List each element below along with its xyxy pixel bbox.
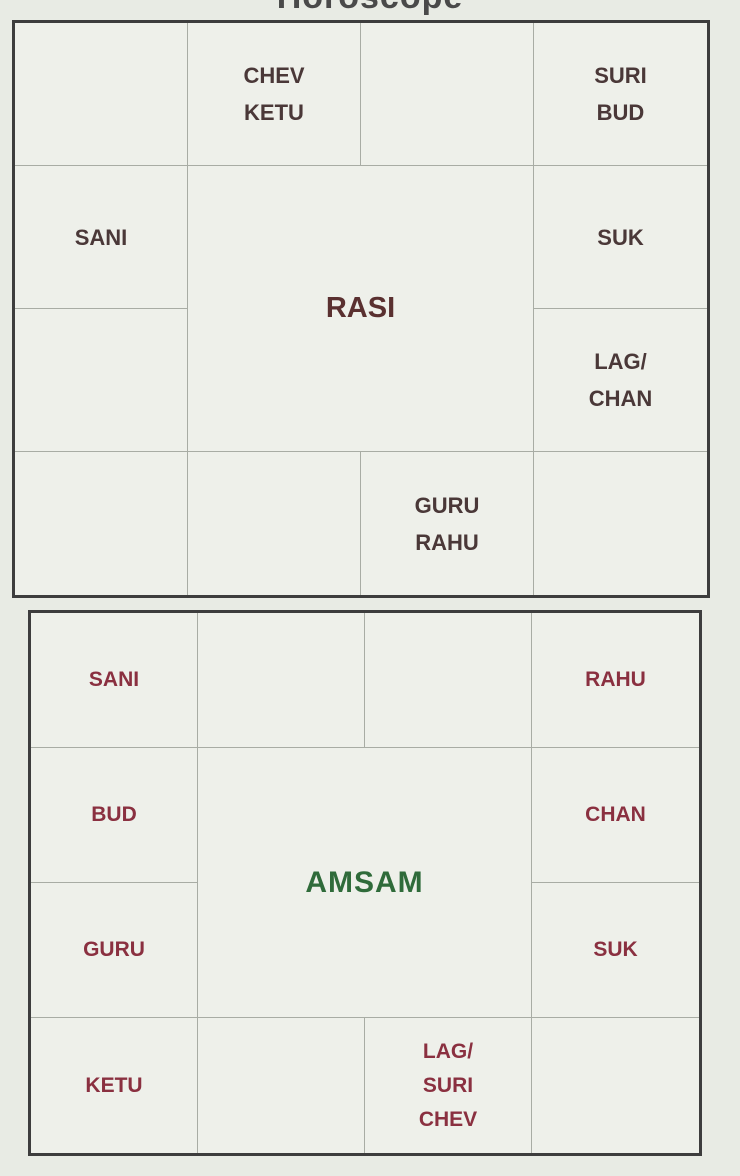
planet-label: SURI xyxy=(422,1073,474,1097)
rasi-house-cell: CHEV KETU xyxy=(188,23,361,166)
amsam-house-cell: SANI xyxy=(31,613,198,748)
planet-label: SUK xyxy=(597,224,644,250)
rasi-house-cell xyxy=(15,452,188,595)
rasi-house-cell: GURU RAHU xyxy=(361,452,534,595)
amsam-house-cell: SUK xyxy=(532,883,699,1018)
planet-label: CHAN xyxy=(585,803,646,826)
planet-label: GURU xyxy=(83,938,145,961)
amsam-house-cell xyxy=(198,1018,365,1153)
amsam-house-cell: CHAN xyxy=(532,748,699,883)
planet-label: BUD xyxy=(91,803,137,826)
rasi-house-cell xyxy=(15,23,188,166)
amsam-house-cell: LAG/SURI CHEV xyxy=(365,1018,532,1153)
rasi-chart: CHEV KETU SURI BUD SANI RASI SUK LAG/CHAN GURU RA… xyxy=(12,20,710,598)
planet-label: SANI xyxy=(74,224,128,250)
rasi-house-cell xyxy=(15,309,188,452)
rasi-house-cell xyxy=(361,23,534,166)
planet-label: CHAN xyxy=(588,386,653,411)
planet-label: RAHU xyxy=(415,529,479,555)
rasi-house-cell xyxy=(188,452,361,595)
planet-label: LAG/ xyxy=(422,1039,474,1063)
amsam-house-cell xyxy=(198,613,365,748)
rasi-chart-label: RASI xyxy=(188,166,534,452)
amsam-chart-label: AMSAM xyxy=(198,748,532,1018)
planet-label: CHEV xyxy=(243,63,305,88)
planet-label: SURI xyxy=(594,63,647,88)
amsam-house-cell: GURU xyxy=(31,883,198,1018)
planet-label: BUD xyxy=(596,100,645,125)
rasi-house-cell: LAG/CHAN xyxy=(534,309,707,452)
planet-label: KETU xyxy=(244,100,304,125)
amsam-house-cell xyxy=(365,613,532,748)
planet-label: SANI xyxy=(88,668,140,691)
planet-label: SUK xyxy=(593,938,638,961)
rasi-house-cell: SURI BUD xyxy=(534,23,707,166)
amsam-house-cell xyxy=(532,1018,699,1153)
amsam-house-cell: KETU xyxy=(31,1018,198,1153)
rasi-house-cell: SUK xyxy=(534,166,707,309)
planet-label: CHEV xyxy=(418,1107,478,1131)
planet-label: RAHU xyxy=(585,668,646,691)
planet-label: GURU xyxy=(414,492,480,518)
amsam-chart: SANI RAHU BUD AMSAM CHAN GURU SUK KETU LAG/SURI C… xyxy=(28,610,702,1156)
planet-label: LAG/ xyxy=(594,349,647,374)
planet-label: KETU xyxy=(85,1073,143,1097)
amsam-house-cell: RAHU xyxy=(532,613,699,748)
rasi-house-cell xyxy=(534,452,707,595)
amsam-house-cell: BUD xyxy=(31,748,198,883)
page-title: Horoscope xyxy=(0,0,740,17)
rasi-house-cell: SANI xyxy=(15,166,188,309)
